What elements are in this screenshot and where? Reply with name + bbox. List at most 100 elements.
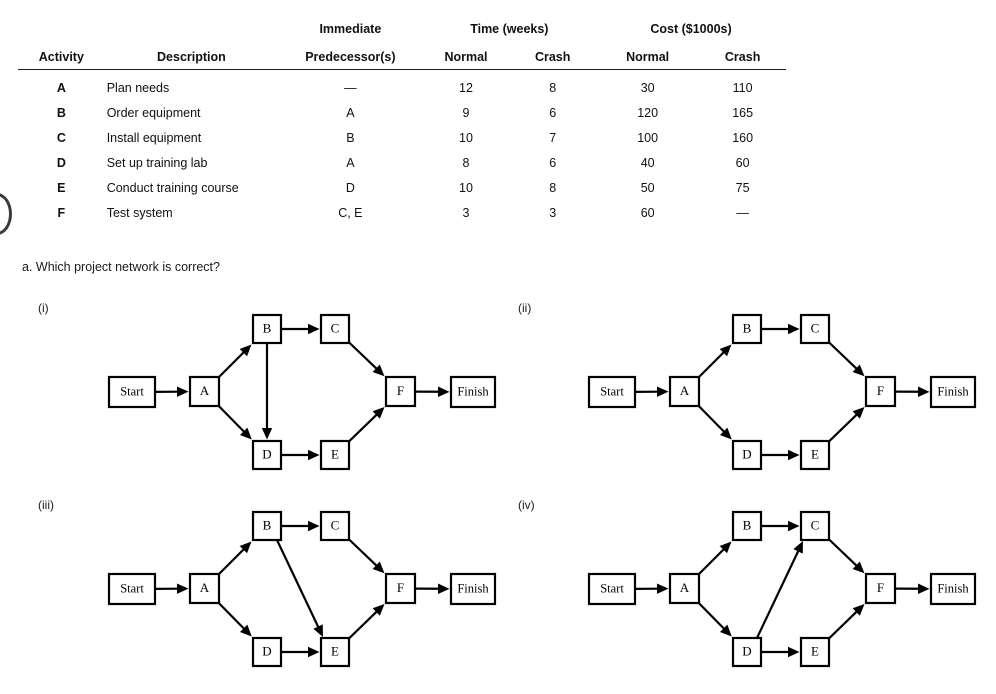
node-start-label: Start — [600, 581, 624, 595]
node-e-box — [319, 439, 351, 471]
node-a-label: A — [680, 383, 690, 398]
scan-artifact-ring — [0, 193, 12, 235]
node-c-box — [799, 313, 831, 345]
edge-start-to-a-arrowhead — [656, 583, 669, 594]
column-header-activity: Activity — [38, 50, 84, 64]
table-row: F Test system C, E 3 3 60 — — [18, 195, 786, 220]
cell-time-crash: 8 — [549, 81, 557, 95]
node-start-box — [587, 572, 637, 606]
node-b-label: B — [743, 517, 752, 532]
network-label-i: (i) — [38, 301, 49, 315]
node-f-box — [384, 572, 417, 605]
edge-f-to-finish-arrowhead — [437, 583, 450, 594]
edge-d-to-e-arrowhead — [788, 646, 800, 658]
table-row: A Plan needs — 12 8 30 110 — [18, 70, 786, 95]
edge-c-to-f-arrowhead — [372, 364, 385, 377]
edge-e-to-f-arrowhead — [852, 604, 865, 616]
edge-start-to-a-arrowhead — [656, 386, 669, 397]
node-a-box — [188, 375, 221, 408]
edge-f-to-finish-arrowhead — [917, 386, 930, 397]
node-b-box — [251, 510, 283, 542]
cell-cost-normal: 40 — [640, 156, 655, 170]
edge-c-to-f-arrowhead — [852, 364, 865, 377]
node-start-label: Start — [120, 581, 144, 595]
edge-a-to-b-arrowhead — [239, 344, 252, 357]
node-start-box — [107, 572, 157, 606]
cell-time-crash: 3 — [549, 206, 557, 220]
node-d-box — [731, 636, 763, 668]
node-c-box — [319, 313, 351, 345]
column-header-time-normal: Normal — [444, 50, 488, 64]
cell-cost-normal: 30 — [640, 81, 655, 95]
node-c-label: C — [811, 320, 820, 335]
cell-time-normal: 10 — [459, 181, 473, 195]
cell-activity: E — [57, 181, 66, 195]
cell-cost-crash: 60 — [735, 156, 750, 170]
node-finish-label: Finish — [937, 384, 969, 398]
network-label-iii: (iii) — [38, 498, 54, 512]
edge-start-to-a-arrowhead — [176, 583, 189, 594]
column-header-predecessors: Predecessor(s) — [305, 50, 396, 64]
group-header-blank-description — [105, 12, 278, 38]
cell-cost-crash: 75 — [735, 181, 750, 195]
edge-a-to-d-arrowhead — [239, 624, 252, 637]
edge-c-to-f-arrowhead — [372, 561, 385, 574]
cell-cost-normal: 100 — [637, 131, 659, 145]
network-label-ii: (ii) — [518, 301, 532, 315]
node-finish-label: Finish — [457, 581, 489, 595]
edge-a-to-d-arrowhead — [239, 427, 252, 440]
node-c-box — [799, 510, 831, 542]
edge-a-to-d-line — [217, 405, 247, 434]
cell-predecessors: — — [344, 81, 357, 95]
node-e-box — [799, 439, 831, 471]
node-a-box — [668, 572, 701, 605]
edge-a-to-b-line — [698, 350, 726, 378]
node-f-label: F — [397, 580, 404, 595]
edge-a-to-b-line — [698, 547, 726, 575]
table-row: E Conduct training course D 10 8 50 75 — [18, 170, 786, 195]
edge-c-to-f-line — [348, 538, 379, 568]
table-header-rule — [18, 69, 786, 70]
edge-d-to-e-arrowhead — [788, 449, 800, 461]
edge-d-to-e-arrowhead — [308, 646, 320, 658]
node-b-label: B — [263, 320, 272, 335]
node-f-box — [864, 572, 897, 605]
node-c-label: C — [331, 517, 340, 532]
node-e-label: E — [331, 446, 339, 461]
node-d-label: D — [262, 446, 271, 461]
node-e-label: E — [811, 446, 819, 461]
node-a-label: A — [200, 383, 210, 398]
node-c-box — [319, 510, 351, 542]
node-finish-label: Finish — [457, 384, 489, 398]
edge-b-to-c-arrowhead — [308, 323, 320, 335]
group-header-blank-activity — [18, 12, 105, 38]
node-d-label: D — [742, 643, 751, 658]
edge-b-to-e-line — [276, 539, 321, 630]
edge-e-to-f-line — [828, 412, 859, 443]
cell-time-crash: 7 — [549, 131, 557, 145]
edge-a-to-d-line — [697, 602, 727, 631]
node-f-label: F — [877, 383, 884, 398]
edge-c-to-f-line — [828, 341, 859, 371]
node-d-box — [251, 439, 283, 471]
edge-a-to-b-line — [218, 547, 246, 575]
cell-activity: C — [56, 131, 66, 145]
cell-predecessors: C, E — [338, 206, 363, 220]
column-header-cost-normal: Normal — [626, 50, 670, 64]
cell-time-normal: 10 — [459, 131, 473, 145]
node-a-box — [188, 572, 221, 605]
node-finish-box — [449, 375, 497, 409]
cell-activity: D — [56, 156, 66, 170]
edge-e-to-f-arrowhead — [372, 604, 385, 616]
cell-cost-normal: 50 — [640, 181, 655, 195]
node-start-box — [107, 375, 157, 409]
table-group-header-row: Immediate Time (weeks) Cost ($1000s) — [18, 12, 786, 38]
table-header-row: Activity Description Predecessor(s) Norm… — [18, 38, 786, 69]
